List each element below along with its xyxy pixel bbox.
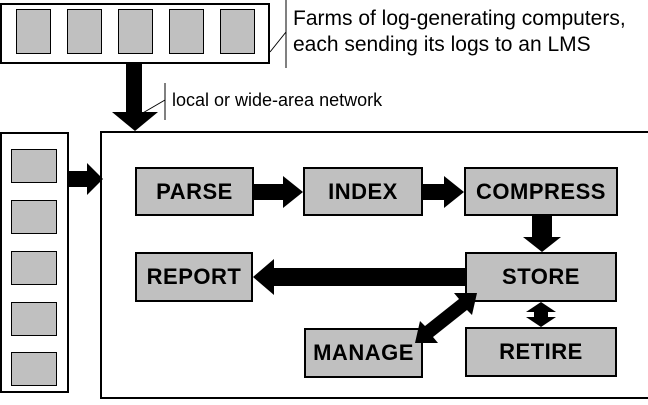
network-label: local or wide-area network xyxy=(172,90,383,110)
lms-node xyxy=(11,149,57,183)
stage-store: STORE xyxy=(465,252,617,302)
arrow-nodes-to-pipeline-icon xyxy=(69,163,103,195)
stage-report: REPORT xyxy=(135,252,253,302)
stage-compress-label: COMPRESS xyxy=(476,178,606,204)
stage-compress: COMPRESS xyxy=(464,167,618,216)
stage-report-label: REPORT xyxy=(146,264,242,289)
farm-caption-line2: each sending its logs to an LMS xyxy=(293,33,591,56)
stage-parse: PARSE xyxy=(135,167,254,216)
farm-caption-line1: Farms of log-generating computers, xyxy=(293,7,626,30)
stage-store-label: STORE xyxy=(502,264,580,289)
lms-node xyxy=(11,200,57,234)
stage-retire-label: RETIRE xyxy=(499,339,583,364)
stage-index: INDEX xyxy=(303,167,423,216)
computer-node xyxy=(169,9,204,54)
lms-node xyxy=(11,352,57,386)
stage-retire: RETIRE xyxy=(465,327,617,377)
stage-index-label: INDEX xyxy=(328,178,398,204)
computer-node xyxy=(220,9,255,54)
computer-node xyxy=(16,9,51,54)
network-label-callout-line xyxy=(140,99,166,115)
computer-node xyxy=(67,9,102,54)
lms-node xyxy=(11,302,57,336)
computer-node xyxy=(118,9,153,54)
farm-caption: Farms of log-generating computers, each … xyxy=(293,6,626,58)
arrow-farm-to-pipeline-icon xyxy=(112,64,158,131)
lms-node xyxy=(11,251,57,285)
farm-caption-callout-line xyxy=(269,31,287,53)
stage-manage-label: MANAGE xyxy=(313,340,414,365)
stage-manage: MANAGE xyxy=(304,328,423,378)
stage-parse-label: PARSE xyxy=(156,178,233,204)
